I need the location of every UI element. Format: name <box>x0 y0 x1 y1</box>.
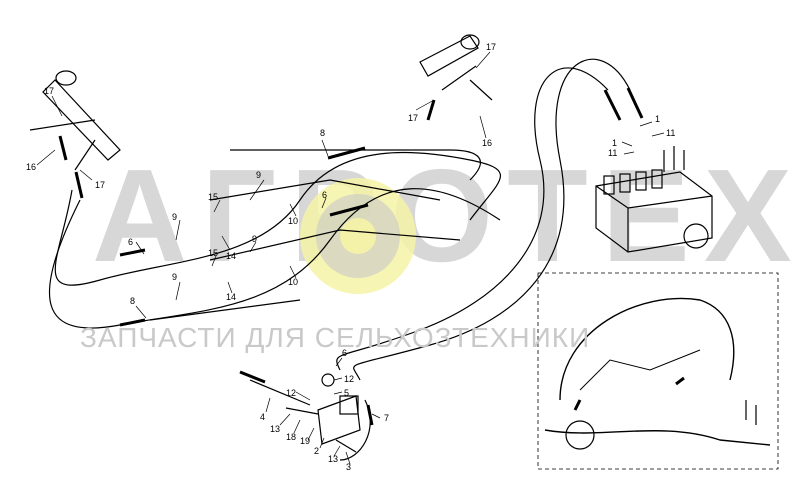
callout-17c: 17 <box>408 113 418 123</box>
callout-13a: 13 <box>270 424 280 434</box>
callout-4: 4 <box>260 412 265 422</box>
callout-18: 18 <box>286 432 296 442</box>
callout-16b: 16 <box>482 138 492 148</box>
callout-6c: 6 <box>342 348 347 358</box>
callout-10a: 10 <box>288 216 298 226</box>
callout-15b: 15 <box>208 248 218 258</box>
callout-12b: 12 <box>286 388 296 398</box>
callout-9c: 9 <box>252 234 257 244</box>
callout-labels: 17 16 17 17 17 16 8 9 15 9 14 6 10 6 9 1… <box>26 42 675 472</box>
callout-8a: 8 <box>320 128 325 138</box>
callout-6b: 6 <box>322 190 327 200</box>
callout-19: 19 <box>300 436 310 446</box>
watermark-gear-icon <box>300 178 416 294</box>
hydraulic-hoses <box>48 58 631 461</box>
callout-17d: 17 <box>486 42 496 52</box>
callout-12a: 12 <box>344 374 354 384</box>
callout-2: 2 <box>314 446 319 456</box>
callout-14b: 14 <box>226 292 236 302</box>
callout-14a: 14 <box>226 251 236 261</box>
callout-9a: 9 <box>256 170 261 180</box>
callout-11a: 11 <box>666 128 675 138</box>
callout-7: 7 <box>384 413 389 423</box>
callout-16a: 16 <box>26 162 36 172</box>
callout-6a: 6 <box>128 237 133 247</box>
top-hydraulic-cylinder <box>419 34 493 101</box>
callout-8b: 8 <box>130 296 135 306</box>
callout-1b: 1 <box>612 138 617 148</box>
callout-9d: 9 <box>172 272 177 282</box>
callout-13b: 13 <box>328 454 338 464</box>
watermark-logo: АГРОТЕХ <box>92 142 800 289</box>
callout-17a: 17 <box>44 86 54 96</box>
inset-locator-view <box>537 272 779 470</box>
callout-3: 3 <box>346 462 351 472</box>
callout-11b: 11 <box>608 148 617 158</box>
callout-5: 5 <box>344 388 349 398</box>
hose-end-fittings <box>58 87 644 426</box>
callout-10b: 10 <box>288 277 298 287</box>
watermark-subtitle: ЗАПЧАСТИ ДЛЯ СЕЛЬХОЗТЕХНИКИ <box>80 322 591 353</box>
callout-1a: 1 <box>655 114 660 124</box>
callout-leaders <box>36 51 665 465</box>
callout-9b: 9 <box>172 212 177 222</box>
callout-15a: 15 <box>208 192 218 202</box>
left-hydraulic-cylinder <box>29 70 121 171</box>
control-valve-block <box>595 146 713 253</box>
callout-17b: 17 <box>95 180 105 190</box>
